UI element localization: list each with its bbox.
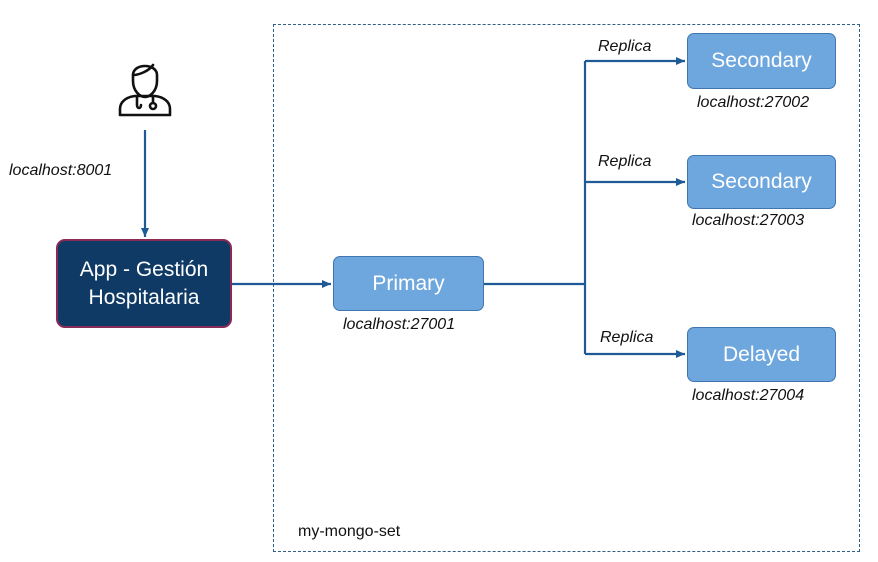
app-connection-label: localhost:8001 <box>9 162 113 179</box>
replica-edge-label: Replica <box>598 38 652 55</box>
delayed-address: localhost:27004 <box>692 387 805 404</box>
secondary-address: localhost:27003 <box>692 212 805 229</box>
replica-set-label: my-mongo-set <box>298 523 401 540</box>
app-label: App - Gestión Hospitalaria <box>79 257 209 309</box>
primary-address: localhost:27001 <box>343 316 456 333</box>
app-node: App - Gestión Hospitalaria <box>56 239 232 328</box>
secondary-node: Secondary <box>687 33 836 89</box>
delayed-node: Delayed <box>687 327 836 382</box>
replica-edge-label: Replica <box>600 329 654 346</box>
doctor-icon <box>118 63 172 117</box>
secondary-node: Secondary <box>687 155 836 209</box>
primary-label: Primary <box>372 271 445 295</box>
primary-node: Primary <box>333 256 484 311</box>
secondary-address: localhost:27002 <box>697 94 810 111</box>
secondary-label: Secondary <box>711 49 812 72</box>
delayed-label: Delayed <box>722 342 801 366</box>
secondary-label: Secondary <box>711 170 812 193</box>
replica-set-boundary <box>273 24 860 552</box>
replica-edge-label: Replica <box>598 153 652 170</box>
